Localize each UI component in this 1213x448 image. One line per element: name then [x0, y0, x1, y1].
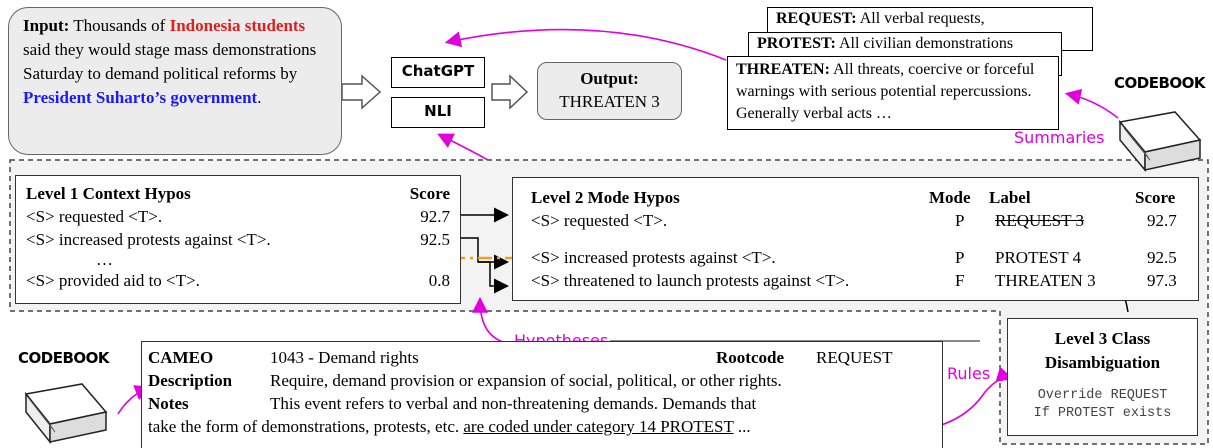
- codebook-to-summaries-arrow: [1064, 88, 1119, 119]
- level2-score: 92.5: [1147, 248, 1177, 267]
- level2-row: <S> requested <T>. P REQUEST 3 92.7: [531, 209, 1190, 232]
- level2-title: Level 2 Mode Hypos: [531, 188, 680, 207]
- level2-mode: F: [955, 271, 965, 290]
- notes-key: Notes: [148, 394, 189, 413]
- level1-score: 92.5: [420, 230, 450, 249]
- rootcode-value: REQUEST: [816, 348, 893, 367]
- description-value: Require, demand provision or expansion o…: [270, 371, 782, 390]
- level1-score: 0.8: [428, 271, 450, 290]
- model-to-output-arrow: [491, 74, 529, 110]
- request-text: All verbal requests,: [859, 10, 985, 27]
- level2-row: <S> increased protests against <T>. P PR…: [531, 246, 1190, 269]
- level1-row: <S> requested <T>. 92.7: [26, 205, 450, 228]
- output-box: Output: THREATEN 3: [537, 62, 682, 120]
- codebook-bottom-label: CODEBOOK: [18, 349, 110, 367]
- level2-box: Level 2 Mode Hypos Mode Label Score <S> …: [512, 177, 1199, 301]
- level3-box: Level 3 Class Disambiguation Override RE…: [1007, 318, 1198, 436]
- input-to-model-arrow: [341, 74, 382, 110]
- level1-score-header: Score: [409, 184, 450, 203]
- input-text-3: .: [257, 88, 262, 107]
- target-entity: President Suharto’s government: [23, 88, 258, 107]
- cameo-box: CAMEO 1043 - Demand rights Rootcode REQU…: [141, 341, 943, 448]
- level1-ellipsis: …: [96, 250, 113, 269]
- notes-value: This event refers to verbal and non-thre…: [270, 394, 757, 413]
- notes-value-2: take the form of demonstrations, protest…: [148, 417, 464, 436]
- hypotheses-caption-arrow: [472, 296, 513, 345]
- notes-continuation: take the form of demonstrations, protest…: [148, 415, 936, 438]
- input-text-2: said they would stage mass demonstration…: [23, 40, 317, 83]
- level1-title: Level 1 Context Hypos: [26, 184, 191, 203]
- nli-box: NLI: [391, 97, 485, 128]
- source-entity: Indonesia students: [169, 16, 306, 35]
- level1-row: <S> increased protests against <T>. 92.5: [26, 228, 450, 251]
- protest-name: PROTEST:: [757, 35, 836, 52]
- level2-mode-header: Mode: [929, 188, 971, 207]
- description-key: Description: [148, 371, 233, 390]
- level1-hypo: <S> provided aid to <T>.: [26, 271, 200, 290]
- threaten-name: THREATEN:: [736, 61, 830, 78]
- input-label: Input:: [23, 16, 70, 35]
- protest-text: All civilian demonstrations: [838, 35, 1014, 52]
- summaries-caption: Summaries: [1014, 128, 1105, 147]
- level2-hypo: <S> increased protests against <T>.: [531, 248, 776, 267]
- input-text-1: Thousands of: [73, 16, 170, 35]
- level1-hypo: <S> requested <T>.: [26, 207, 163, 226]
- level2-label-header: Label: [989, 188, 1031, 207]
- summaries-to-chatgpt-arrow: [444, 28, 727, 61]
- summary-card-threaten: THREATEN: All threats, coercive or force…: [727, 56, 1059, 130]
- notes-row: Notes This event refers to verbal and no…: [148, 392, 936, 415]
- nli-label: NLI: [424, 102, 452, 120]
- level2-label: PROTEST 4: [995, 248, 1082, 267]
- level2-mode: P: [955, 211, 965, 230]
- level1-score: 92.7: [420, 207, 450, 226]
- chatgpt-box: ChatGPT: [391, 57, 485, 88]
- level1-box: Level 1 Context Hypos Score <S> requeste…: [15, 175, 461, 304]
- level2-row: <S> threatened to launch protests agains…: [531, 269, 1190, 292]
- threaten-text: All threats, coercive or forceful warnin…: [736, 61, 1035, 122]
- codebook-top-book-icon: [1118, 111, 1202, 173]
- level3-title: Level 3 Class Disambiguation: [1044, 329, 1161, 372]
- request-name: REQUEST:: [776, 10, 857, 27]
- level2-hypo: <S> threatened to launch protests agains…: [531, 271, 850, 290]
- level2-label-struck: REQUEST 3: [995, 211, 1084, 230]
- level1-row: <S> provided aid to <T>. 0.8: [26, 269, 450, 292]
- l1-row2-arrow-b: [478, 261, 509, 294]
- output-value: THREATEN 3: [559, 92, 660, 111]
- level2-label: THREATEN 3: [995, 271, 1096, 290]
- notes-tail: ...: [733, 417, 751, 436]
- hypos-to-nli-arrow: [437, 133, 489, 161]
- level2-hypo: <S> requested <T>.: [531, 211, 668, 230]
- level1-ellipsis-row: …: [26, 251, 450, 269]
- level2-score: 92.7: [1147, 211, 1177, 230]
- cameo-value: 1043 - Demand rights: [270, 348, 419, 367]
- description-row: Description Require, demand provision or…: [148, 369, 936, 392]
- level1-header: Level 1 Context Hypos Score: [26, 182, 450, 205]
- input-box: Input: Thousands of Indonesia students s…: [8, 7, 342, 155]
- rootcode-key: Rootcode: [716, 348, 784, 367]
- level3-rule-line1: Override REQUEST: [1037, 388, 1168, 403]
- level3-rule-line2: If PROTEST exists: [1033, 406, 1172, 421]
- output-label: Output:: [580, 69, 639, 88]
- level1-hypo: <S> increased protests against <T>.: [26, 230, 271, 249]
- chatgpt-label: ChatGPT: [401, 62, 475, 80]
- level2-score-header: Score: [1135, 188, 1176, 207]
- rules-caption: Rules: [947, 364, 991, 383]
- level2-mode: P: [955, 248, 965, 267]
- notes-underlined: are coded under category 14 PROTEST: [463, 417, 734, 436]
- cameo-row: CAMEO 1043 - Demand rights Rootcode REQU…: [148, 346, 936, 369]
- l1-row2-arrow: [461, 237, 509, 270]
- level2-score: 97.3: [1147, 271, 1177, 290]
- level2-header: Level 2 Mode Hypos Mode Label Score: [531, 186, 1190, 209]
- cameo-key: CAMEO: [148, 348, 214, 367]
- codebook-bottom-book-icon: [24, 383, 108, 445]
- codebook-top-label: CODEBOOK: [1114, 74, 1206, 92]
